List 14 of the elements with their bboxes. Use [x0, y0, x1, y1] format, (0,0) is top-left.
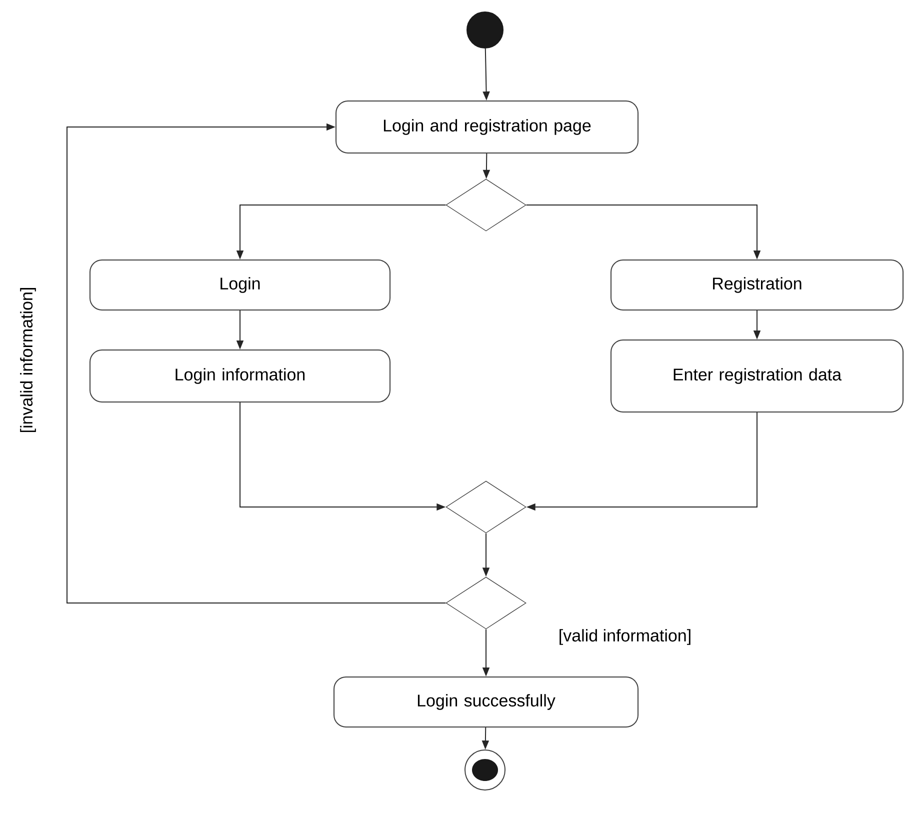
activity-box: Enter registration data [610, 340, 904, 412]
decision-diamond [446, 480, 526, 534]
edge-label: [invalid information] [18, 284, 38, 436]
activity-box: Login successfully [334, 676, 638, 728]
activity-box: Registration [610, 260, 904, 310]
activity-box: Login and registration page [336, 100, 638, 154]
end-node [464, 750, 506, 790]
decision-diamond [446, 178, 526, 232]
activity-box: Login information [90, 350, 390, 402]
arrow [66, 123, 446, 604]
start-node [466, 12, 504, 48]
decision-diamond [446, 576, 526, 630]
activity-box: Login [90, 260, 390, 310]
edge-label: [valid information] [556, 627, 694, 647]
